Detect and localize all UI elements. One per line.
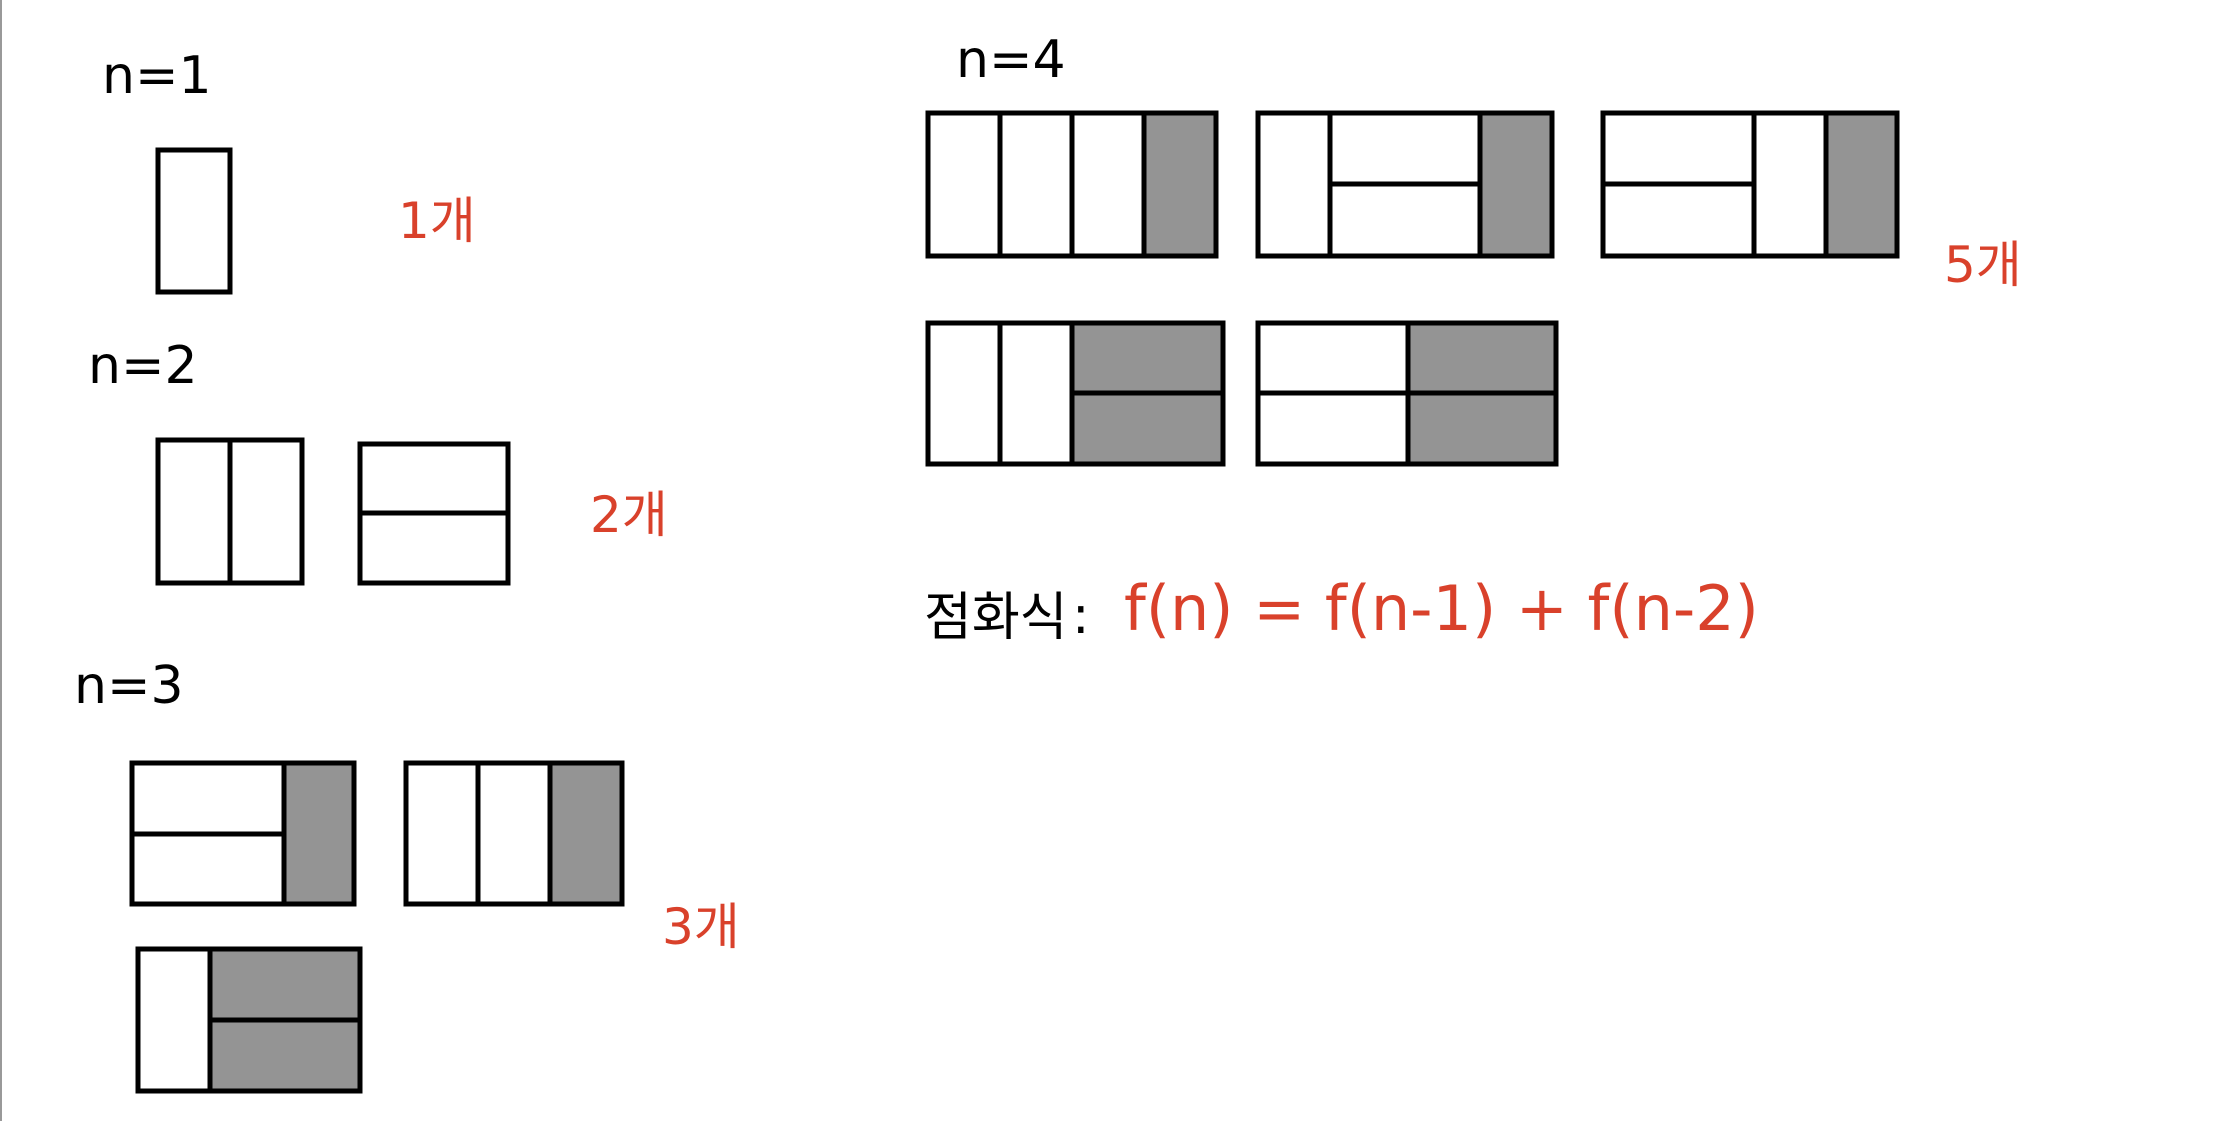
count-n3: 3개	[662, 898, 740, 956]
tiling-n3-b	[403, 760, 625, 907]
tiling-n4-b	[1255, 110, 1555, 259]
formula-expression: f(n) = f(n-1) + f(n-2)	[1124, 572, 1759, 645]
tiling-n2-vertical	[155, 437, 305, 586]
tiling-n3-a	[129, 760, 357, 907]
tiling-n4-c	[1600, 110, 1900, 259]
label-n4: n=4	[956, 30, 1066, 90]
formula-label: 점화식	[924, 588, 1068, 648]
tiling-n4-a	[925, 110, 1219, 259]
formula-colon: :	[1072, 586, 1090, 646]
label-n1: n=1	[102, 46, 212, 106]
tiling-n2-horizontal	[357, 441, 511, 586]
tiling-n4-e	[1255, 320, 1559, 467]
tiling-n1-a	[155, 147, 233, 295]
count-n2: 2개	[590, 486, 668, 544]
count-n4: 5개	[1944, 236, 2022, 294]
tiling-n4-d	[925, 320, 1226, 467]
label-n3: n=3	[74, 656, 184, 716]
count-n1: 1개	[398, 192, 476, 250]
tiling-n3-c	[135, 946, 363, 1094]
label-n2: n=2	[88, 336, 198, 396]
